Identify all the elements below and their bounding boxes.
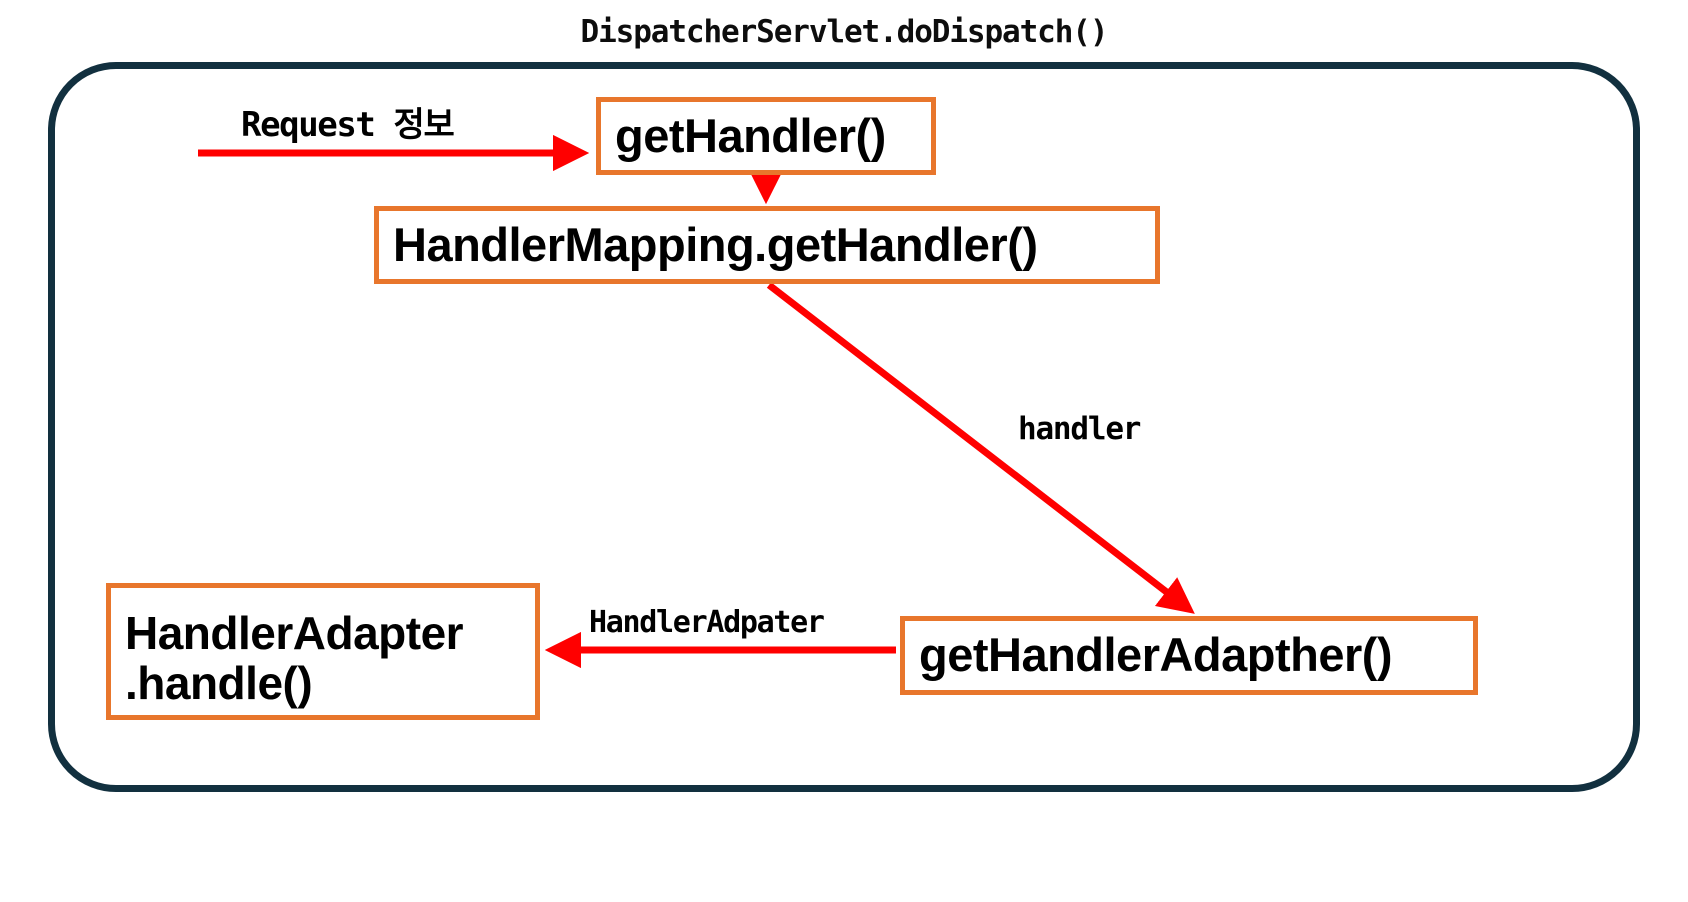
node-handler-mapping-get-handler[interactable]: HandlerMapping.getHandler() [374,206,1160,284]
node-get-handler-label: getHandler() [615,108,886,162]
node-get-handler[interactable]: getHandler() [596,97,936,175]
diagram-title: DispatcherServlet.doDispatch() [580,14,1109,50]
edge-label-handler: handler [1018,411,1141,447]
node-get-handler-adapther-label: getHandlerAdapther() [919,628,1393,682]
node-handler-adapter-handle-label-line2: .handle() [125,656,313,709]
edge-label-request: Request 정보 [241,105,455,145]
node-get-handler-adapther[interactable]: getHandlerAdapther() [900,616,1478,695]
node-handler-mapping-get-handler-label: HandlerMapping.getHandler() [393,217,1038,271]
dispatcher-servlet-container [48,62,1640,792]
edge-label-handler-adpater: HandlerAdpater [589,605,825,640]
node-handler-adapter-handle-label-line1: HandlerAdapter [125,606,464,659]
node-handler-adapter-handle[interactable]: HandlerAdapter .handle() [106,583,540,720]
